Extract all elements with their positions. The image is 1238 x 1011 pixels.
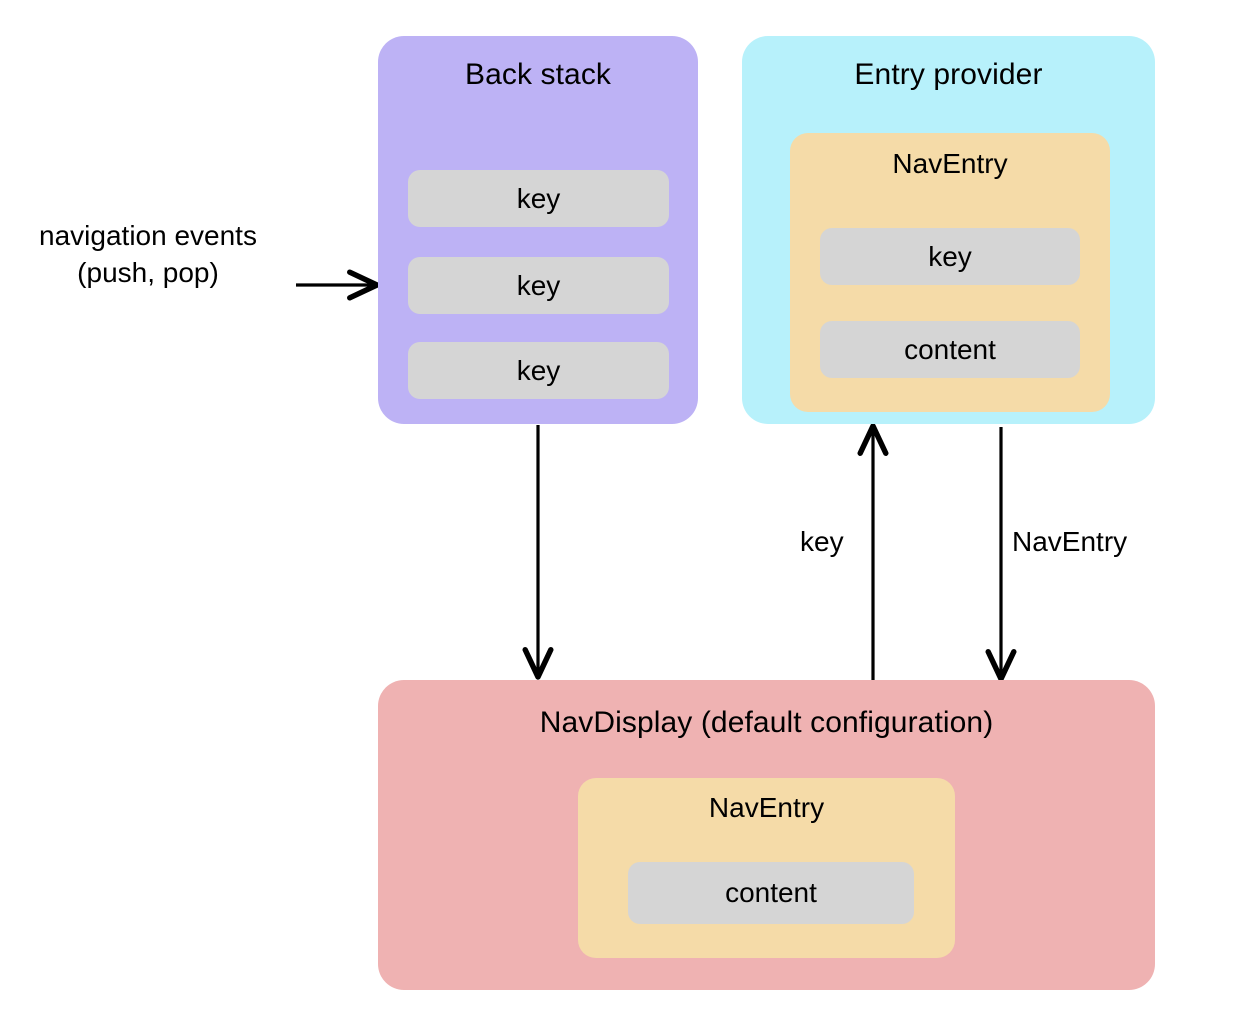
back-stack-item-1: key bbox=[408, 257, 669, 314]
navigation-events-label: navigation events (push, pop) bbox=[8, 218, 288, 292]
arrow-label-key: key bbox=[800, 526, 844, 557]
entry-provider-nav-entry-title: NavEntry bbox=[892, 148, 1008, 179]
navigation-events-line-1: navigation events bbox=[39, 220, 257, 251]
entry-provider-nav-entry-key: key bbox=[820, 228, 1080, 285]
nav-display-nav-entry-content: content bbox=[628, 862, 914, 924]
navigation-events-line-2: (push, pop) bbox=[77, 256, 219, 288]
nav-display-title: NavDisplay (default configuration) bbox=[539, 706, 994, 739]
back-stack-title: Back stack bbox=[464, 58, 612, 91]
back-stack-item-2: key bbox=[408, 342, 669, 399]
entry-provider-nav-entry-content: content bbox=[820, 321, 1080, 378]
entry-provider-title: Entry provider bbox=[854, 58, 1043, 91]
arrow-label-naventry: NavEntry bbox=[1012, 526, 1128, 557]
back-stack-item-0: key bbox=[408, 170, 669, 227]
nav-display-nav-entry-title: NavEntry bbox=[708, 792, 825, 823]
